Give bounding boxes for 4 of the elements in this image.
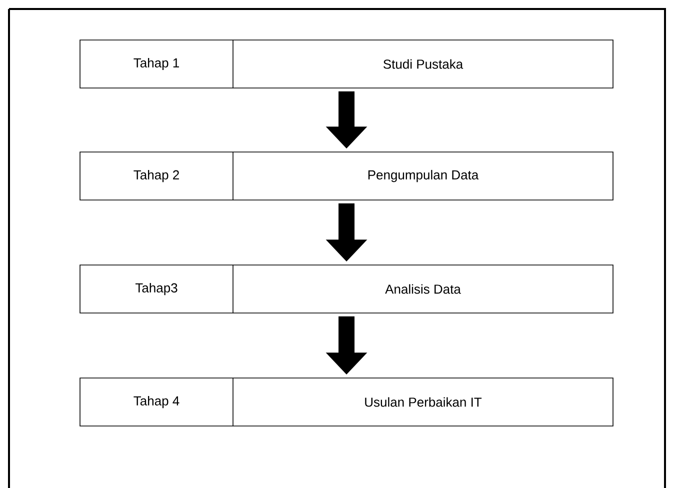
step-box: Tahap 4 Usulan Perbaikan IT <box>80 378 614 426</box>
step-box: Tahap 1 Studi Pustaka <box>80 40 614 88</box>
step-box: Tahap 2 Pengumpulan Data <box>80 152 614 200</box>
step-box: Tahap3 Analisis Data <box>80 264 614 314</box>
